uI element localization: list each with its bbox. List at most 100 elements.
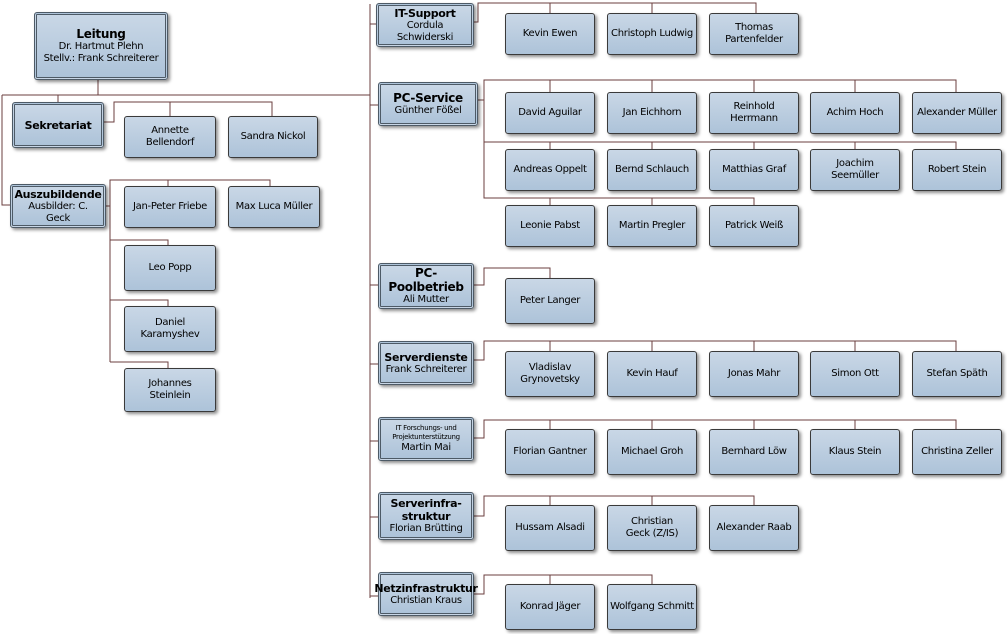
sekretariat-title: Sekretariat <box>24 118 92 132</box>
member-box[interactable]: Joachim Seemüller <box>810 149 900 191</box>
member-box[interactable]: Alexander Müller <box>912 92 1002 134</box>
member-box[interactable]: Konrad Jäger <box>505 584 595 630</box>
member-name: Leonie Pabst <box>520 220 580 231</box>
member-box[interactable]: Sandra Nickol <box>228 116 318 158</box>
department-box-netzinfrastruktur[interactable]: Netzinfrastruktur Christian Kraus <box>374 572 478 616</box>
department-lead: Frank Schreiterer <box>385 363 467 375</box>
member-name: Leo Popp <box>148 262 192 273</box>
member-name: Christina Zeller <box>921 446 993 457</box>
member-name: Christoph Ludwig <box>611 28 693 39</box>
department-lead: Florian Brütting <box>389 523 463 534</box>
member-box[interactable]: Daniel Karamyshev <box>124 306 216 352</box>
member-name: David Aguilar <box>518 107 582 118</box>
department-box-serverdienste[interactable]: Serverdienste Frank Schreiterer <box>378 341 474 385</box>
member-box[interactable]: Florian Gantner <box>505 429 595 475</box>
department-box-serverinfrastruktur[interactable]: Serverinfra- struktur Florian Brütting <box>378 492 474 540</box>
member-box[interactable]: Christina Zeller <box>912 429 1002 475</box>
member-box[interactable]: Hussam Alsadi <box>505 505 595 551</box>
member-box[interactable]: Achim Hoch <box>810 92 900 134</box>
member-name: Konrad Jäger <box>519 601 581 612</box>
member-name: Joachim Seemüller <box>831 158 879 181</box>
department-title: IT Forschungs- und Projektunterstützung <box>392 424 460 441</box>
member-name: Bernd Schlauch <box>615 164 689 175</box>
department-box-it-support[interactable]: IT-Support Cordula Schwiderski <box>376 3 474 47</box>
member-name: Matthias Graf <box>722 164 786 175</box>
member-box[interactable]: Andreas Oppelt <box>505 149 595 191</box>
department-lead: Martin Mai <box>401 442 451 453</box>
department-title: Serverdienste <box>384 350 468 364</box>
sekretariat-box[interactable]: Sekretariat <box>12 102 104 148</box>
department-title: Netzinfrastruktur <box>374 581 478 595</box>
member-name: Christian Geck (Z/IS) <box>625 516 679 539</box>
member-name: Daniel Karamyshev <box>140 317 200 340</box>
member-name: Wolfgang Schmitt <box>610 601 694 612</box>
department-lead: Ali Mutter <box>403 294 449 305</box>
member-name: Michael Groh <box>621 446 683 457</box>
member-name: Robert Stein <box>927 164 987 175</box>
member-box[interactable]: Matthias Graf <box>709 149 799 191</box>
department-box-pc-poolbetrieb[interactable]: PC-Poolbetrieb Ali Mutter <box>378 263 474 309</box>
member-box[interactable]: Reinhold Herrmann <box>709 92 799 134</box>
department-lead: Cordula <box>406 19 444 31</box>
department-box-pc-service[interactable]: PC-Service Günther Fößel <box>378 82 478 126</box>
member-box[interactable]: Alexander Raab <box>709 505 799 551</box>
leitung-box[interactable]: Leitung Dr. Hartmut Plehn Stellv.: Frank… <box>34 12 168 80</box>
member-name: Jan Eichhorn <box>622 107 682 118</box>
member-name: Peter Langer <box>519 295 581 306</box>
auszubildende-box[interactable]: Auszubildende Ausbilder: C. Geck <box>10 184 106 228</box>
member-name: Kevin Ewen <box>522 28 578 39</box>
member-box[interactable]: Stefan Späth <box>912 351 1002 397</box>
leitung-line1: Dr. Hartmut Plehn <box>58 41 144 52</box>
member-name: Annette Bellendorf <box>145 125 195 148</box>
department-title: PC-Poolbetrieb <box>388 266 464 294</box>
member-name: Andreas Oppelt <box>513 164 587 175</box>
member-box[interactable]: Simon Ott <box>810 351 900 397</box>
member-box[interactable]: Robert Stein <box>912 149 1002 191</box>
member-name: Thomas Partenfelder <box>725 22 783 45</box>
member-box[interactable]: Jonas Mahr <box>709 351 799 397</box>
member-box[interactable]: Peter Langer <box>505 278 595 324</box>
member-name: Stefan Späth <box>926 368 988 379</box>
member-box[interactable]: Jan Eichhorn <box>607 92 697 134</box>
member-box[interactable]: Leonie Pabst <box>505 205 595 247</box>
member-box[interactable]: David Aguilar <box>505 92 595 134</box>
member-box[interactable]: Jan-Peter Friebe <box>124 186 216 228</box>
department-title: Serverinfra- struktur <box>390 497 462 523</box>
member-name: Alexander Raab <box>716 522 792 533</box>
member-box[interactable]: Thomas Partenfelder <box>709 13 799 55</box>
member-box[interactable]: Christoph Ludwig <box>607 13 697 55</box>
member-box[interactable]: Max Luca Müller <box>228 186 320 228</box>
member-box[interactable]: Christian Geck (Z/IS) <box>607 505 697 551</box>
department-title: PC-Service <box>393 91 463 105</box>
member-box[interactable]: Johannes Steinlein <box>124 368 216 412</box>
member-box[interactable]: Annette Bellendorf <box>124 116 216 158</box>
department-lead: Günther Fößel <box>394 105 462 116</box>
member-name: Vladislav Grynovetsky <box>520 362 580 385</box>
member-box[interactable]: Martin Pregler <box>607 205 697 247</box>
member-box[interactable]: Patrick Weiß <box>709 205 799 247</box>
member-box[interactable]: Wolfgang Schmitt <box>607 584 697 630</box>
member-box[interactable]: Bernhard Löw <box>709 429 799 475</box>
member-name: Florian Gantner <box>513 446 587 457</box>
member-name: Klaus Stein <box>828 446 882 457</box>
department-title: IT-Support <box>394 6 456 20</box>
member-name: Kevin Hauf <box>626 368 678 379</box>
member-name: Johannes Steinlein <box>148 378 192 401</box>
member-name: Simon Ott <box>831 368 879 379</box>
member-box[interactable]: Michael Groh <box>607 429 697 475</box>
member-name: Reinhold Herrmann <box>730 101 778 124</box>
member-box[interactable]: Leo Popp <box>124 245 216 291</box>
member-box[interactable]: Kevin Ewen <box>505 13 595 55</box>
member-box[interactable]: Kevin Hauf <box>607 351 697 397</box>
member-box[interactable]: Klaus Stein <box>810 429 900 475</box>
member-box[interactable]: Vladislav Grynovetsky <box>505 351 595 397</box>
auszubildende-title: Auszubildende <box>14 187 102 201</box>
member-name: Achim Hoch <box>826 107 884 118</box>
member-name: Bernhard Löw <box>721 446 787 457</box>
member-name: Jan-Peter Friebe <box>133 201 207 212</box>
member-box[interactable]: Bernd Schlauch <box>607 149 697 191</box>
department-box-it-forschung[interactable]: IT Forschungs- und Projektunterstützung … <box>378 417 474 461</box>
member-name: Sandra Nickol <box>240 131 306 142</box>
member-name: Jonas Mahr <box>727 368 781 379</box>
